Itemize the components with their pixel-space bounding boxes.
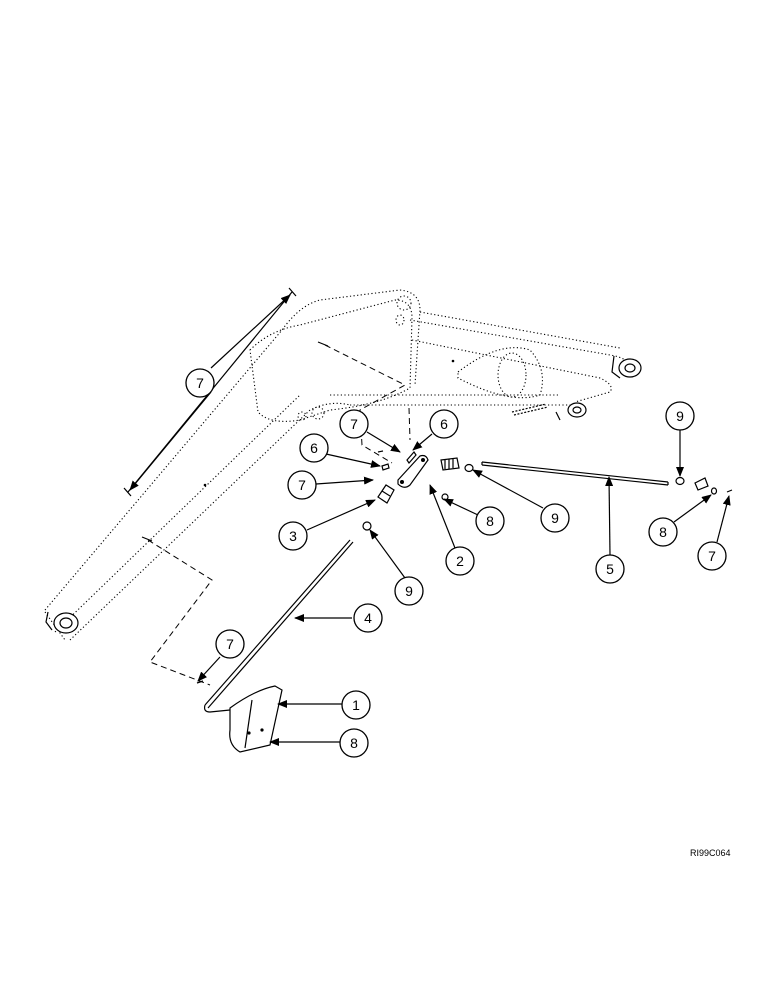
bushing-rear-upper [611, 355, 642, 379]
svg-text:4: 4 [364, 610, 372, 626]
clevis-3 [377, 484, 395, 504]
callout-9: 9 [540, 503, 570, 533]
svg-text:5: 5 [606, 561, 614, 577]
callout-4: 4 [353, 603, 383, 633]
lever-bracket-2 [397, 454, 429, 488]
bushing-rear-lower [555, 402, 587, 421]
callout-8: 8 [475, 506, 505, 536]
callout-2: 2 [445, 546, 475, 576]
svg-text:1: 1 [352, 697, 360, 713]
callout-5: 5 [595, 554, 625, 584]
leader-lines [129, 294, 731, 746]
callout-8: 8 [339, 728, 369, 758]
svg-text:6: 6 [310, 440, 318, 456]
svg-text:7: 7 [350, 416, 358, 432]
control-rod-4 [203, 539, 354, 713]
svg-text:9: 9 [405, 583, 413, 599]
pedal-bracket-1 [229, 685, 283, 753]
callout-3: 3 [278, 521, 308, 551]
reference-code: RI99C064 [690, 848, 731, 858]
rod-end-9 [440, 457, 460, 471]
callout-1: 1 [341, 690, 371, 720]
svg-text:2: 2 [456, 553, 464, 569]
callout-7: 7 [215, 629, 245, 659]
assembly-lines [141, 341, 411, 686]
callout-9: 9 [394, 576, 424, 606]
nuts [258, 463, 718, 745]
svg-text:6: 6 [440, 416, 448, 432]
svg-text:3: 3 [289, 528, 297, 544]
callout-7: 7 [287, 470, 317, 500]
bushing-front [45, 611, 79, 634]
svg-text:9: 9 [676, 408, 684, 424]
pin-6 [381, 451, 417, 471]
callout-7: 7 [185, 368, 215, 398]
boom-frame [44, 289, 642, 641]
svg-text:7: 7 [226, 636, 234, 652]
callout-7: 7 [339, 409, 369, 439]
svg-text:7: 7 [298, 477, 306, 493]
callout-9: 9 [665, 401, 695, 431]
callout-7: 7 [697, 541, 727, 571]
control-rod-5 [481, 461, 669, 486]
callout-6: 6 [429, 409, 459, 439]
svg-text:8: 8 [486, 513, 494, 529]
rod-end-right [694, 477, 709, 491]
svg-text:9: 9 [551, 510, 559, 526]
svg-text:8: 8 [350, 735, 358, 751]
svg-text:7: 7 [708, 548, 716, 564]
callout-6: 6 [299, 433, 329, 463]
svg-text:8: 8 [659, 524, 667, 540]
svg-text:7: 7 [196, 375, 204, 391]
callouts: 7 7 6 6 7 3 2 8 9 9 5 9 8 7 4 7 [185, 368, 727, 758]
callout-8: 8 [648, 517, 678, 547]
